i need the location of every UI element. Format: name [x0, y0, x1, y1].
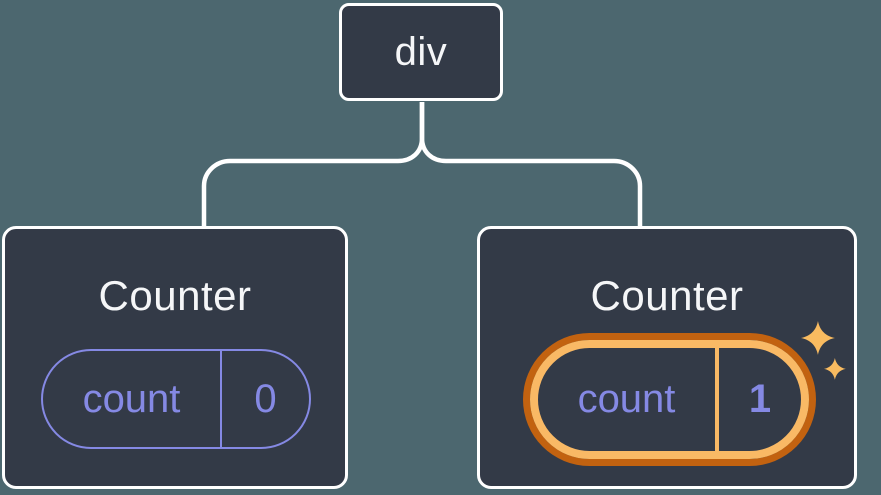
- root-node-label: div: [394, 29, 448, 74]
- counter-node-left: Counter count 0: [2, 226, 348, 489]
- counter-title: Counter: [590, 272, 744, 319]
- sparkle-large: [801, 321, 835, 355]
- root-node-div: div: [339, 3, 503, 101]
- connector-left-branch: [201, 102, 425, 227]
- state-key-label: count: [577, 377, 676, 421]
- state-pill-highlighted: count 1: [530, 340, 809, 459]
- sparkles-icon: [801, 321, 846, 380]
- counter-node-right: Counter count 1: [477, 226, 857, 489]
- connector-right-branch: [419, 102, 643, 227]
- state-value: 0: [220, 351, 309, 447]
- state-key-label: count: [82, 376, 181, 421]
- counter-title: Counter: [98, 272, 252, 319]
- sparkle-small: [824, 358, 846, 380]
- state-value: 1: [715, 348, 801, 451]
- state-pill: count 0: [41, 349, 311, 449]
